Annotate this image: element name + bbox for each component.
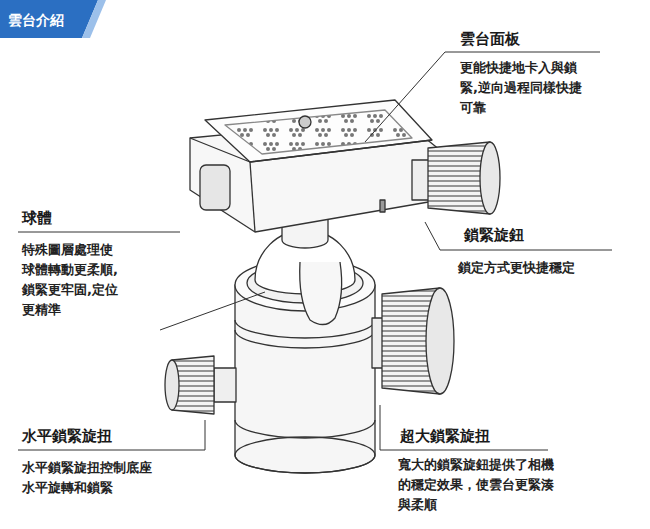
part-name: 超大鎖緊旋扭 — [400, 427, 490, 445]
part-name: 球體 — [22, 209, 52, 227]
leader-line — [380, 405, 548, 450]
part-description: 寬大的鎖緊旋鈕提供了相機的穩定效果，使雲台更緊湊與柔順 — [398, 455, 558, 515]
leader-line — [365, 52, 600, 142]
part-description: 更能快捷地卡入與鎖緊,逆向過程同樣快捷可靠 — [460, 58, 594, 118]
page-title: 雲台介紹 — [8, 11, 64, 29]
part-name: 鎖緊旋鈕 — [464, 226, 524, 244]
leader-line — [18, 232, 180, 233]
leader-line — [18, 420, 205, 450]
part-name: 水平鎖緊旋扭 — [22, 427, 112, 445]
leader-line — [425, 222, 612, 250]
base-body — [235, 285, 375, 473]
leader-line — [160, 292, 265, 330]
title-tab — [0, 0, 98, 38]
part-description: 水平鎖緊旋扭控制底座水平旋轉和鎖緊 — [22, 458, 156, 498]
plate-top — [205, 100, 432, 162]
part-description: 特殊圖層處理使球體轉動更柔順,鎖緊更牢固,定位更精準 — [22, 240, 122, 320]
part-description: 鎖定方式更快捷穩定 — [458, 258, 618, 278]
title-tab-edge — [82, 0, 106, 38]
part-name: 雲台面板 — [460, 30, 520, 48]
